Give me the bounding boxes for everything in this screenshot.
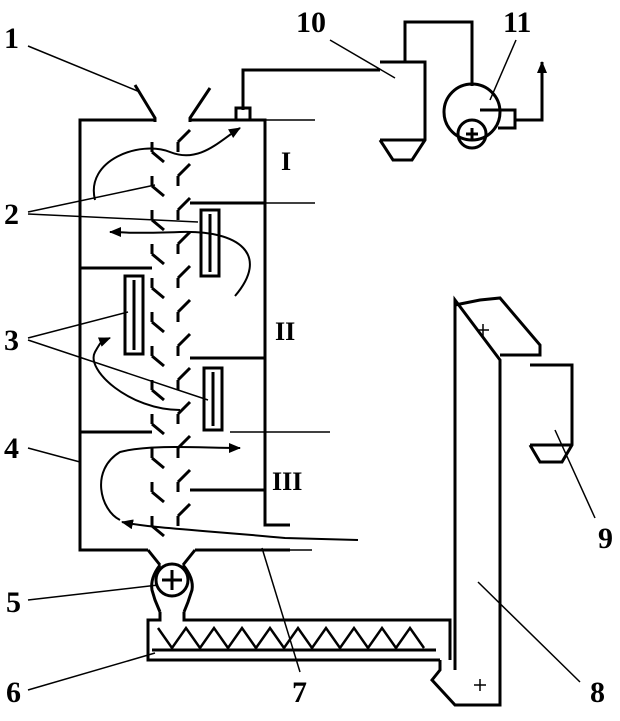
baffle-segment xyxy=(151,422,165,436)
baffle-segment xyxy=(151,490,165,504)
cyclone xyxy=(378,60,427,162)
pulley-marks xyxy=(474,324,489,691)
column-shell xyxy=(78,118,290,552)
label-5: 5 xyxy=(6,586,21,619)
baffle-segment xyxy=(151,524,165,538)
baffle-segment xyxy=(176,128,192,144)
number-labels: 1 2 3 4 5 6 7 8 9 10 11 xyxy=(4,6,613,709)
label-9: 9 xyxy=(598,522,613,555)
bucket-elevator xyxy=(430,295,542,707)
baffle-segment xyxy=(176,400,192,416)
exhaust-fan xyxy=(442,82,517,150)
louver-baffles xyxy=(150,128,192,538)
baffle-segment xyxy=(176,468,192,484)
feed-hopper xyxy=(133,84,212,122)
zone-dividers xyxy=(80,201,265,492)
zone-boundary-lines xyxy=(230,119,330,551)
zone-label-3: III xyxy=(272,467,302,496)
zone-label-1: I xyxy=(281,147,291,176)
label-6: 6 xyxy=(6,676,21,709)
baffle-segment xyxy=(151,320,165,334)
label-3: 3 xyxy=(4,324,19,357)
zone-labels: I II III xyxy=(272,147,302,496)
baffle-segment xyxy=(151,218,165,232)
rotary-valve xyxy=(146,549,197,613)
baffle-segment xyxy=(176,196,192,212)
baffle-segment xyxy=(151,286,165,300)
baffle-segment xyxy=(176,264,192,280)
baffle-segment xyxy=(176,434,192,450)
zone-label-2: II xyxy=(275,317,295,346)
baffle-segment xyxy=(176,298,192,314)
screw-conveyor xyxy=(146,612,452,662)
baffle-segment xyxy=(151,354,165,368)
label-2: 2 xyxy=(4,198,19,231)
baffle-segment xyxy=(176,366,192,382)
label-11: 11 xyxy=(503,6,531,39)
storage-bin xyxy=(528,363,574,464)
baffle-segment xyxy=(176,502,192,518)
baffle-segment xyxy=(151,184,165,198)
air-ducts xyxy=(234,20,547,122)
label-4: 4 xyxy=(4,432,19,465)
heater-left xyxy=(123,274,145,356)
baffle-segment xyxy=(151,456,165,470)
baffle-segment xyxy=(151,150,165,164)
airflow-arrows xyxy=(92,127,359,541)
leader-lines xyxy=(27,39,596,691)
baffle-segment xyxy=(176,230,192,246)
heater-upper-right xyxy=(199,208,221,278)
baffle-segment xyxy=(151,252,165,266)
label-7: 7 xyxy=(292,676,307,709)
label-10: 10 xyxy=(296,6,326,39)
baffle-segment xyxy=(176,162,192,178)
label-1: 1 xyxy=(4,22,19,55)
label-8: 8 xyxy=(590,676,605,709)
baffle-segment xyxy=(151,388,165,402)
baffle-segment xyxy=(176,332,192,348)
